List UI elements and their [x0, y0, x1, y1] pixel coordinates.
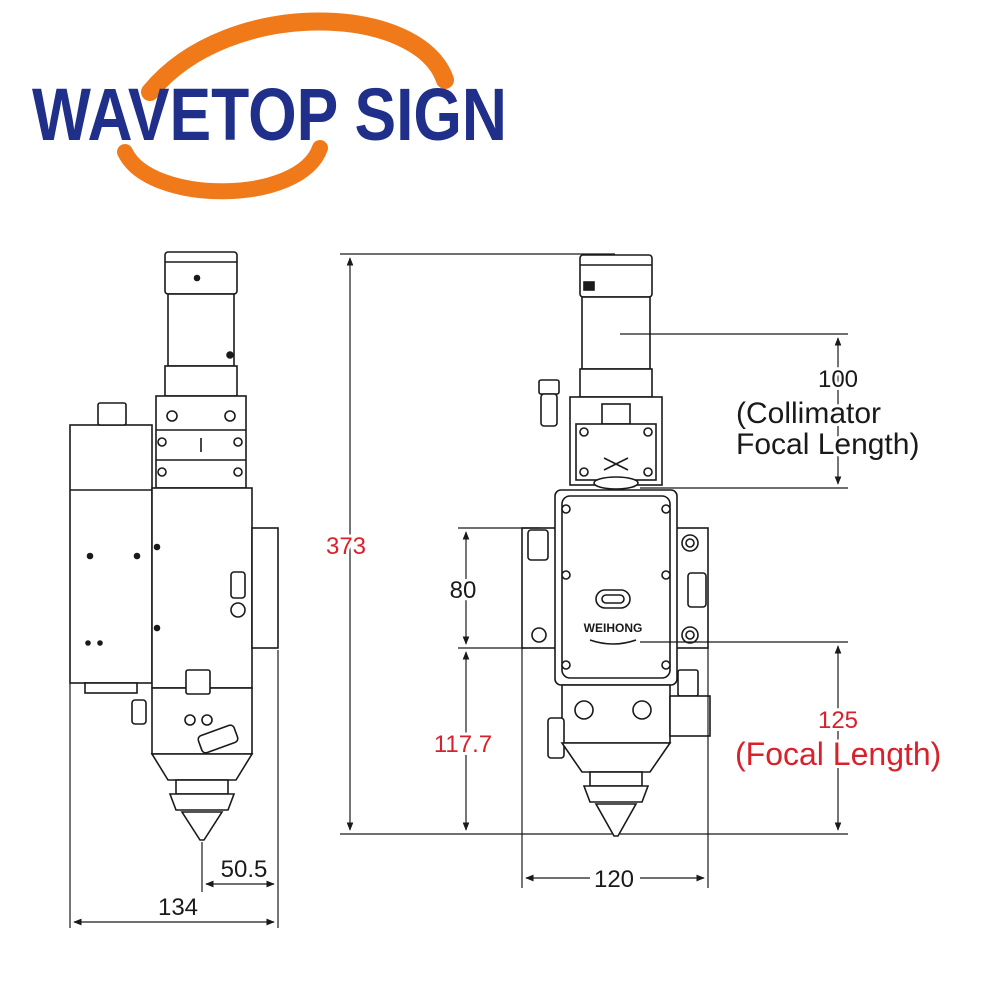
dim-50-value: 50.5: [221, 856, 268, 883]
dimension-labels: 373 100 (Collimator Focal Length) 80 117…: [158, 363, 944, 921]
dim-120-value: 120: [594, 866, 634, 893]
dim-134-value: 134: [158, 894, 198, 921]
side-view-laser-head: [69, 251, 279, 841]
front-view-laser-head: WEIHONG: [521, 254, 711, 837]
dim-125-value: 125: [818, 707, 858, 734]
front-nozzle-cone: [560, 742, 672, 773]
dim-collimator-label-2: Focal Length): [736, 428, 919, 461]
side-nozzle-cone: [150, 753, 254, 781]
side-motor-box: [69, 424, 153, 684]
logo-text: WAVETOP SIGN: [32, 73, 507, 156]
dim-focal-label: (Focal Length): [735, 736, 941, 772]
side-mount-plate: [251, 527, 279, 649]
dim-100-value: 100: [818, 366, 858, 393]
dim-collimator-label-1: (Collimator: [736, 397, 881, 430]
logo-arc-bottom: [117, 140, 328, 200]
side-collimator-tube: [167, 293, 235, 367]
brand-logo: WAVETOP SIGN: [32, 12, 507, 200]
dim-373-value: 373: [326, 533, 366, 560]
front-collimator-tube: [581, 296, 651, 370]
dimension-lines: [69, 253, 848, 928]
side-top-cap: [164, 251, 238, 295]
dim-80-value: 80: [450, 577, 477, 604]
logo-arc-top: [141, 12, 454, 101]
engraving-label: WEIHONG: [584, 621, 643, 635]
dim-117-value: 117.7: [434, 731, 492, 758]
